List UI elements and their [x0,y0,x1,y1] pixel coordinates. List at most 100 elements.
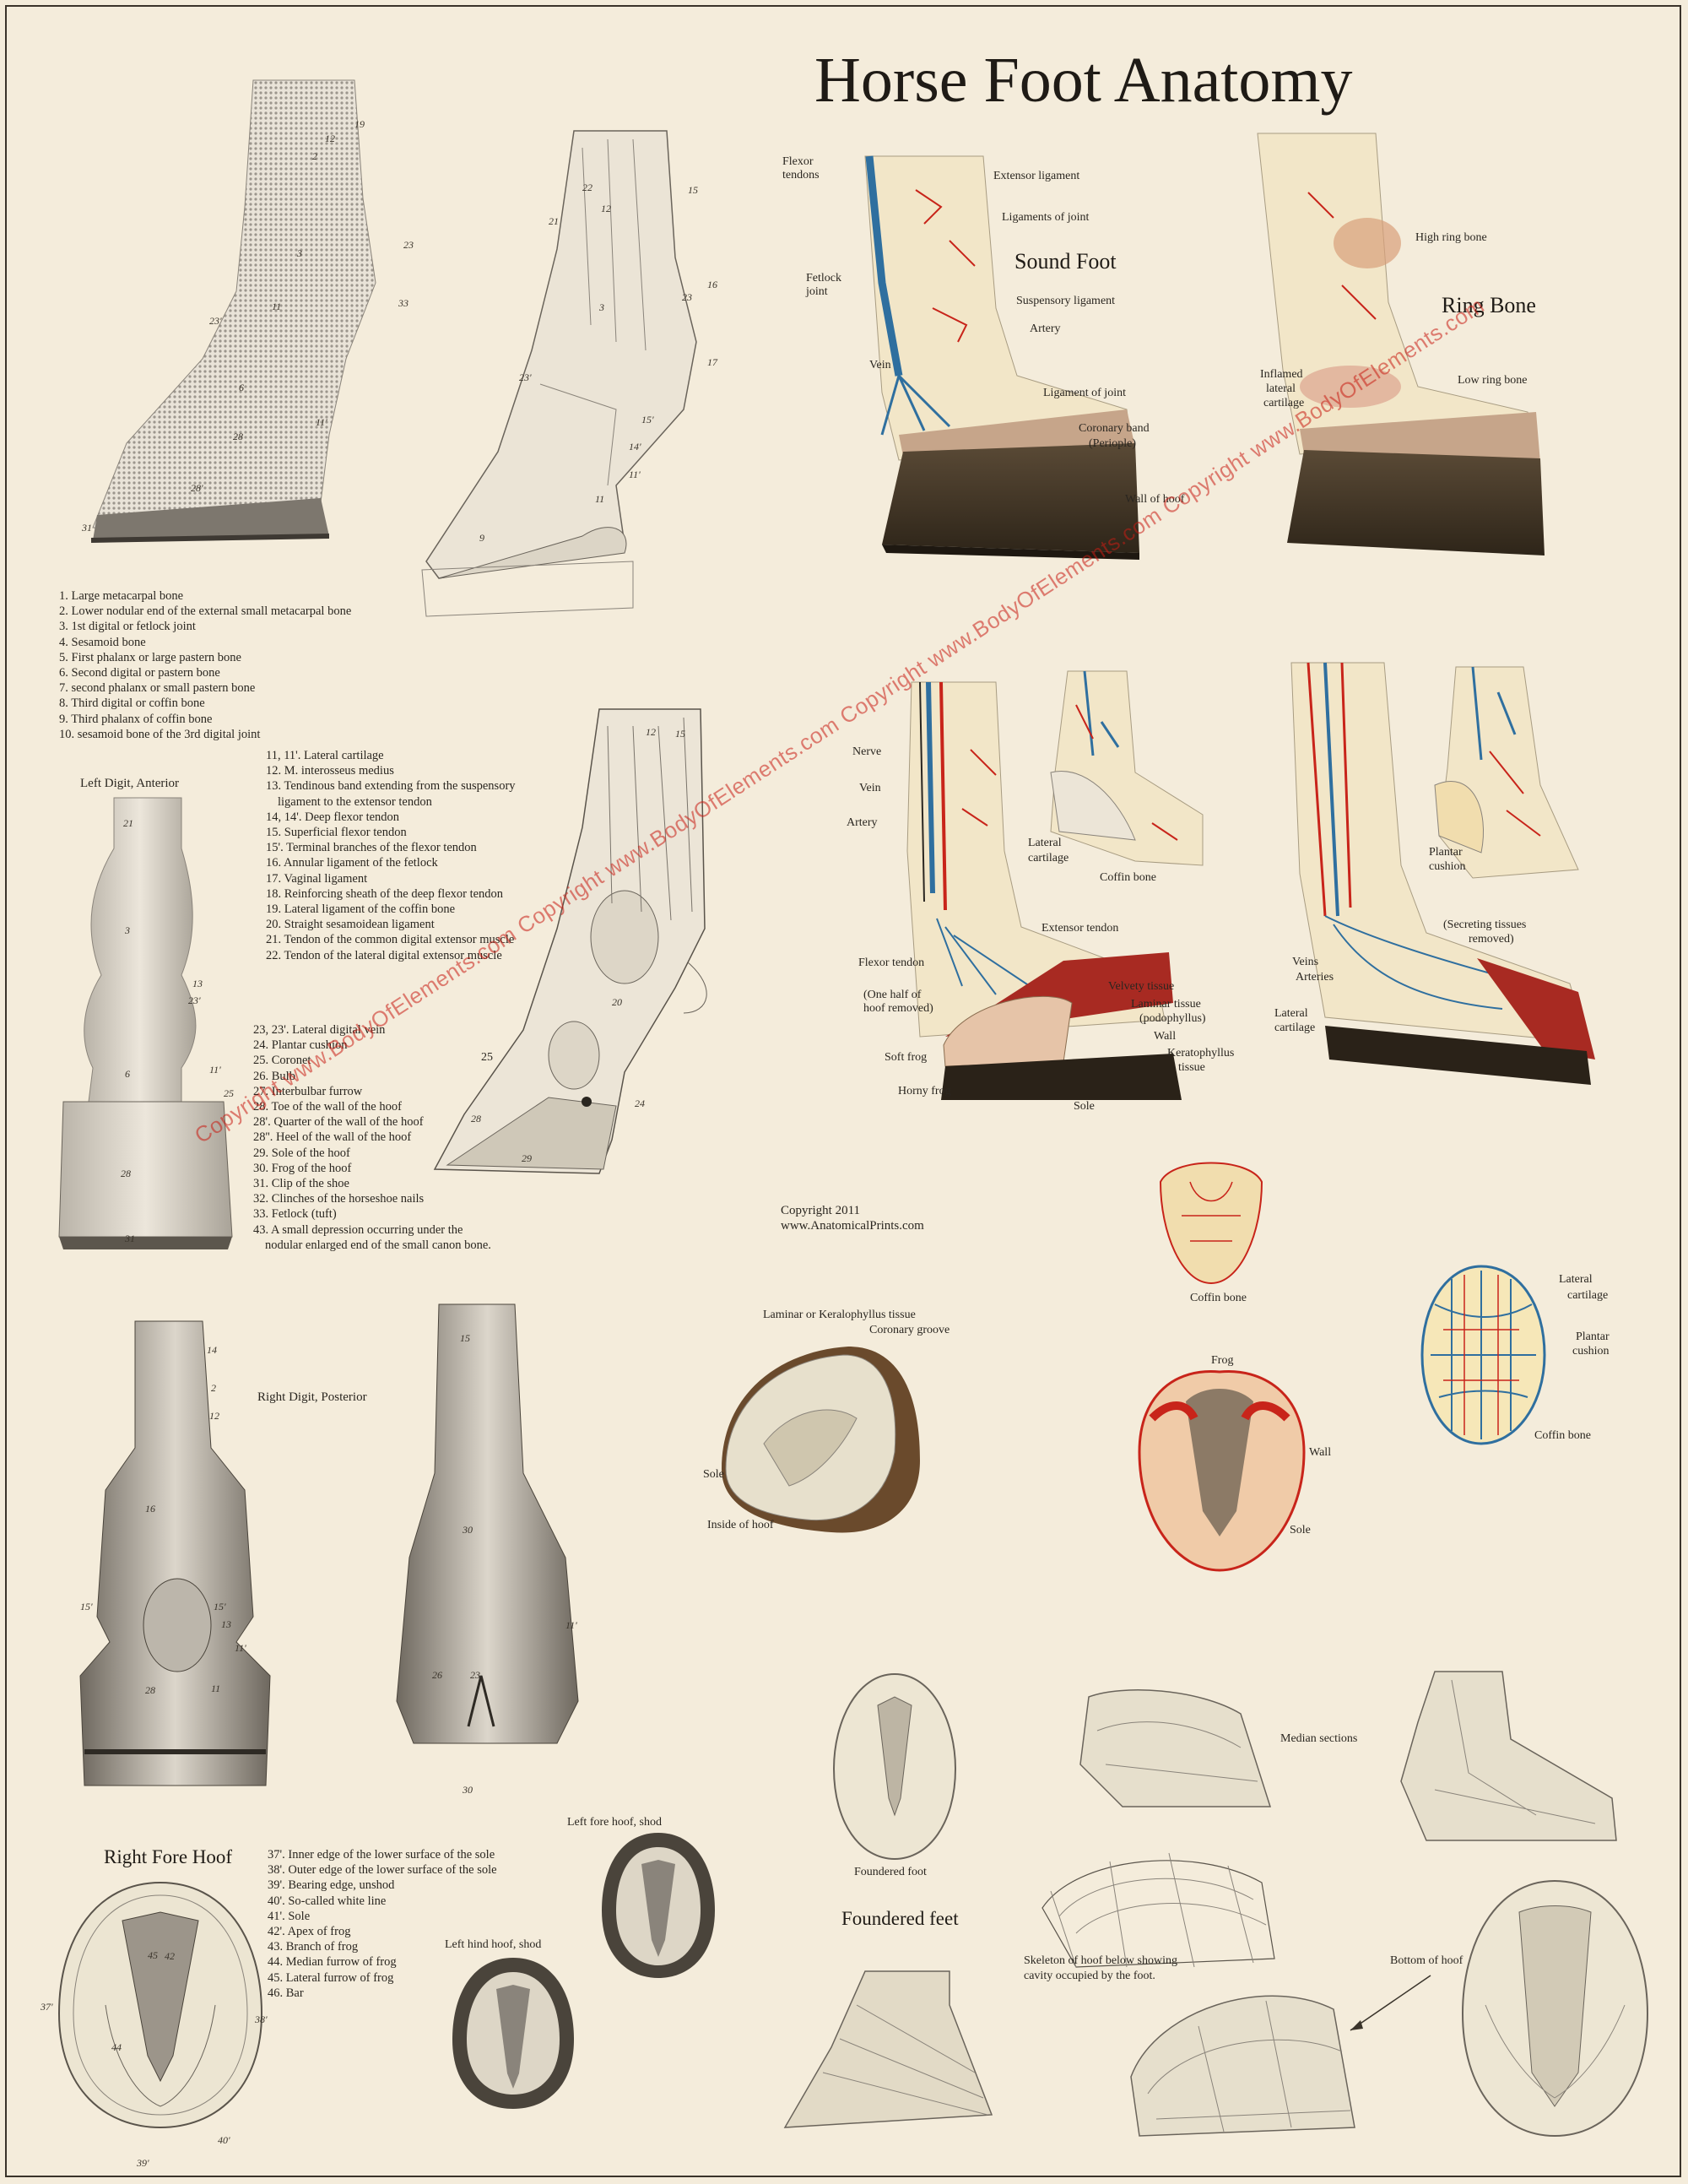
fig1-num: 23 [403,239,414,251]
label-plantar-cushion: cushion [1429,860,1466,873]
heading-sound-foot: Sound Foot [1014,249,1117,274]
fig2-num: 15 [688,184,698,196]
legend-item: 32. Clinches of the horseshoe nails [253,1192,425,1206]
heading-left-fore-shod: Left fore hoof, shod [567,1816,662,1829]
label-wall: Wall [1309,1446,1332,1459]
figure-plantar-inset [1434,666,1579,879]
figure-inside-of-hoof [722,1347,920,1533]
fig1-num: 23' [209,315,222,327]
fig2-num: 3 [599,301,604,313]
fig4-num: 20 [612,996,622,1008]
fig7-num: 42 [165,1950,175,1962]
fig7-num: 37' [41,2001,53,2013]
legend-item: 37'. Inner edge of the lower surface of … [268,1848,495,1862]
fig3-num: 11' [209,1064,221,1076]
fig6-num: 30 [463,1784,473,1796]
label-high-ring-bone: High ring bone [1415,231,1487,244]
figure-skeleton-wireframe [1041,1852,1275,1968]
figure-dissected-leg [421,130,697,617]
label-inflamed-cartilage: Inflamed [1260,368,1303,381]
label-fetlock-joint: Fetlock [806,272,841,285]
fig5-num: 15' [214,1601,226,1612]
heading-right-digit: Right Digit, Posterior [257,1390,367,1404]
fig6-num: 15 [460,1332,470,1344]
legend-item: 1. Large metacarpal bone [59,589,184,603]
legend-item: 24. Plantar cushion [253,1038,348,1053]
label-plantar-cushion-net: cushion [1572,1345,1610,1358]
fig1-num: 31 [82,522,92,534]
fig2-num: 11' [629,469,641,480]
figure-left-fore-shod [602,1833,715,1978]
label-keratophyllus: tissue [1178,1061,1205,1074]
label-coffin-bone: Coffin bone [1100,871,1157,884]
legend-item: 19. Lateral ligament of the coffin bone [266,902,455,917]
legend-item: 14, 14'. Deep flexor tendon [266,810,400,824]
fig3-num: 25 [224,1087,234,1099]
poster-border [5,5,1681,2177]
legend-item: 31. Clip of the shoe [253,1177,349,1191]
legend-item: 17. Vaginal ligament [266,871,368,886]
label-lateral-cartilage: cartilage [1028,852,1069,864]
figure-sound-foot [864,155,1139,560]
fig5-num: 13 [221,1618,231,1630]
fig5-num: 28 [145,1684,155,1696]
legend-item: 15'. Terminal branches of the flexor ten… [266,841,477,855]
fig3-num: 31 [125,1233,135,1244]
fig2-num: 9 [479,532,484,544]
fig3-num: 6 [125,1068,130,1080]
fig7-num: 40' [218,2134,230,2146]
legend-item: 21. Tendon of the common digital extenso… [266,933,515,947]
fig3-num: 13 [192,978,203,989]
legend-item: 30. Frog of the hoof [253,1161,352,1175]
legend-item: 46. Bar [268,1986,304,2000]
label-ligament-of-joint: Ligament of joint [1043,387,1126,399]
legend-tendons: 11, 11'. Lateral cartilage 12. M. intero… [266,748,516,963]
fig1-num: 6 [239,382,244,393]
legend-item: 11, 11'. Lateral cartilage [266,749,384,762]
label-artery: Artery [1030,322,1061,335]
fig4-num: 29 [522,1152,532,1164]
fig4-num: 25 [481,1051,493,1064]
copyright-block: Copyright 2011 www.AnatomicalPrints.com [781,1203,924,1233]
label-one-half: hoof removed) [863,1002,933,1015]
fig1-num: 28 [233,431,243,442]
label-plantar-cushion: Plantar [1429,846,1463,859]
figure-left-digit-anterior [58,797,233,1249]
figure-lateral-leg [90,79,376,543]
fig2-num: 12 [601,203,611,214]
label-ligaments-of-joint: Ligaments of joint [1002,211,1090,224]
fig2-num: 22 [582,182,592,193]
label-lateral-cartilage-r: Lateral [1274,1007,1308,1020]
legend-bones: 1. Large metacarpal bone 2. Lower nodula… [59,588,351,742]
label-soft-frog: Soft frog [885,1051,928,1064]
fig6-num: 11' [565,1619,577,1631]
fig4-num: 24 [635,1097,645,1109]
legend-item: 6. Second digital or pastern bone [59,666,220,680]
fig2-num: 23 [682,291,692,303]
legend-item: 8. Third digital or coffin bone [59,696,205,711]
fig3-num: 21 [123,817,133,829]
legend-item: 29. Sole of the hoof [253,1146,350,1160]
figure-frog [1138,1369,1306,1572]
label-flexor-tendons: Flexor [782,155,814,168]
fig2-num: 16 [707,279,717,290]
fig2-num: 11 [595,493,605,505]
heading-foundered-feet: Foundered feet [841,1908,959,1929]
fig2-num: 14' [629,441,641,453]
label-secreting-tissues: removed) [1469,933,1514,946]
copyright-line: www.AnatomicalPrints.com [781,1219,924,1233]
fig5-num: 11 [211,1683,221,1694]
label-sole: Sole [1074,1100,1095,1113]
fig6-num: 26 [432,1669,442,1681]
figure-bottom-of-hoof [1461,1879,1649,2138]
label-coronary-band: (Periople) [1089,437,1136,450]
label-lateral-cartilage-net: Lateral [1559,1273,1593,1286]
legend-hoof-underside: 37'. Inner edge of the lower surface of … [268,1847,497,2001]
label-coffin-bone-top: Coffin bone [1190,1292,1247,1304]
label-lateral-cartilage-net: cartilage [1567,1289,1609,1302]
fig1-num: 33 [398,297,408,309]
heading-left-hind-shod: Left hind hoof, shod [445,1938,542,1951]
fig2-num: 15' [641,414,654,425]
heading-left-digit: Left Digit, Anterior [80,777,180,790]
label-wall: Wall [1154,1030,1177,1043]
